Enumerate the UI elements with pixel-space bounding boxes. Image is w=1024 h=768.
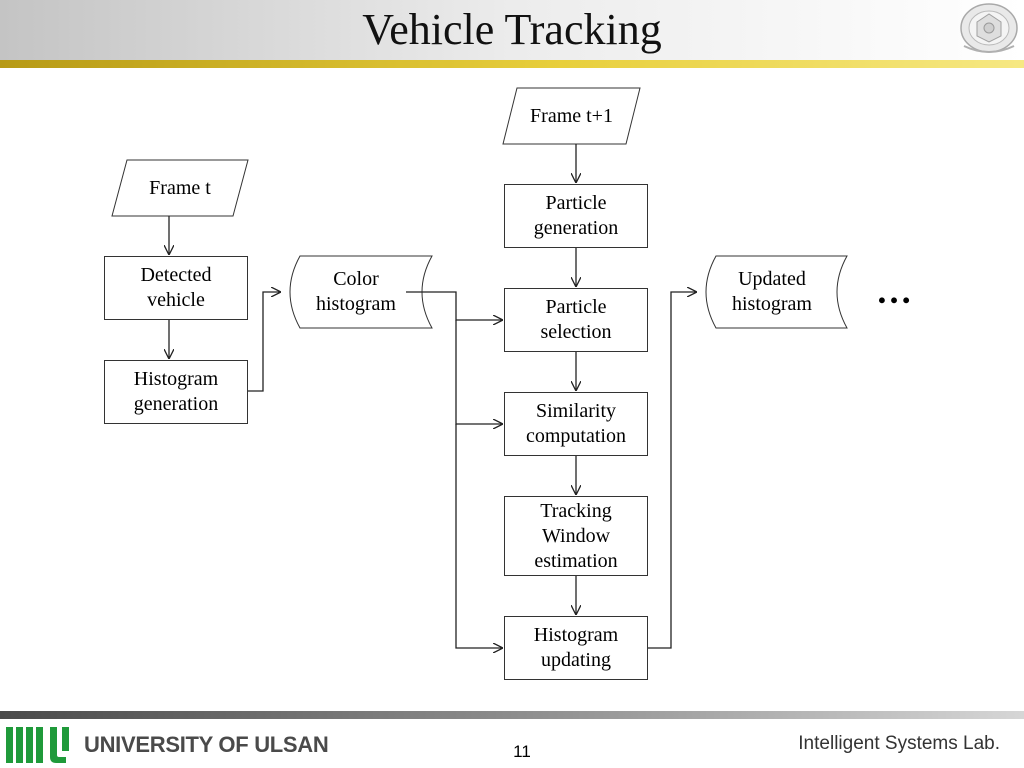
color-histogram-shape bbox=[289, 255, 433, 329]
footer-bar bbox=[0, 711, 1024, 719]
updated-histogram-label: Updated histogram bbox=[732, 268, 812, 315]
university-logo-icon bbox=[6, 727, 69, 763]
tracking-window-estimation-box: Tracking Window estimation bbox=[504, 496, 648, 576]
slide-title: Vehicle Tracking bbox=[362, 5, 662, 54]
lab-name: Intelligent Systems Lab. bbox=[798, 733, 1000, 754]
frame-t-shape bbox=[111, 159, 249, 217]
arrow-color-to-similarity bbox=[455, 320, 503, 424]
arrow-color-to-updating bbox=[455, 424, 503, 648]
header-rule bbox=[0, 60, 1024, 68]
color-histogram-label: Color histogram bbox=[316, 268, 396, 315]
university-name: UNIVERSITY OF ULSAN bbox=[84, 732, 329, 757]
frame-t1-shape bbox=[502, 87, 641, 145]
arrow-color-to-selection bbox=[406, 291, 503, 320]
particle-selection-box: Particle selection bbox=[504, 288, 648, 352]
histogram-updating-box: Histogram updating bbox=[504, 616, 648, 680]
updated-histogram-shape bbox=[705, 255, 848, 329]
university-seal-icon bbox=[960, 3, 1018, 53]
histogram-generation-box: Histogram generation bbox=[104, 360, 248, 424]
similarity-computation-box: Similarity computation bbox=[504, 392, 648, 456]
frame-t1-label: Frame t+1 bbox=[530, 104, 613, 127]
continuation-ellipsis: … bbox=[876, 271, 914, 311]
header-band bbox=[0, 0, 1024, 60]
particle-generation-box: Particle generation bbox=[504, 184, 648, 248]
arrow-updating-to-updated bbox=[648, 292, 697, 649]
detected-vehicle-box: Detected vehicle bbox=[104, 256, 248, 320]
frame-t-label: Frame t bbox=[149, 176, 211, 199]
page-number: 11 bbox=[513, 742, 531, 761]
arrow-histogram-to-color bbox=[248, 292, 281, 392]
